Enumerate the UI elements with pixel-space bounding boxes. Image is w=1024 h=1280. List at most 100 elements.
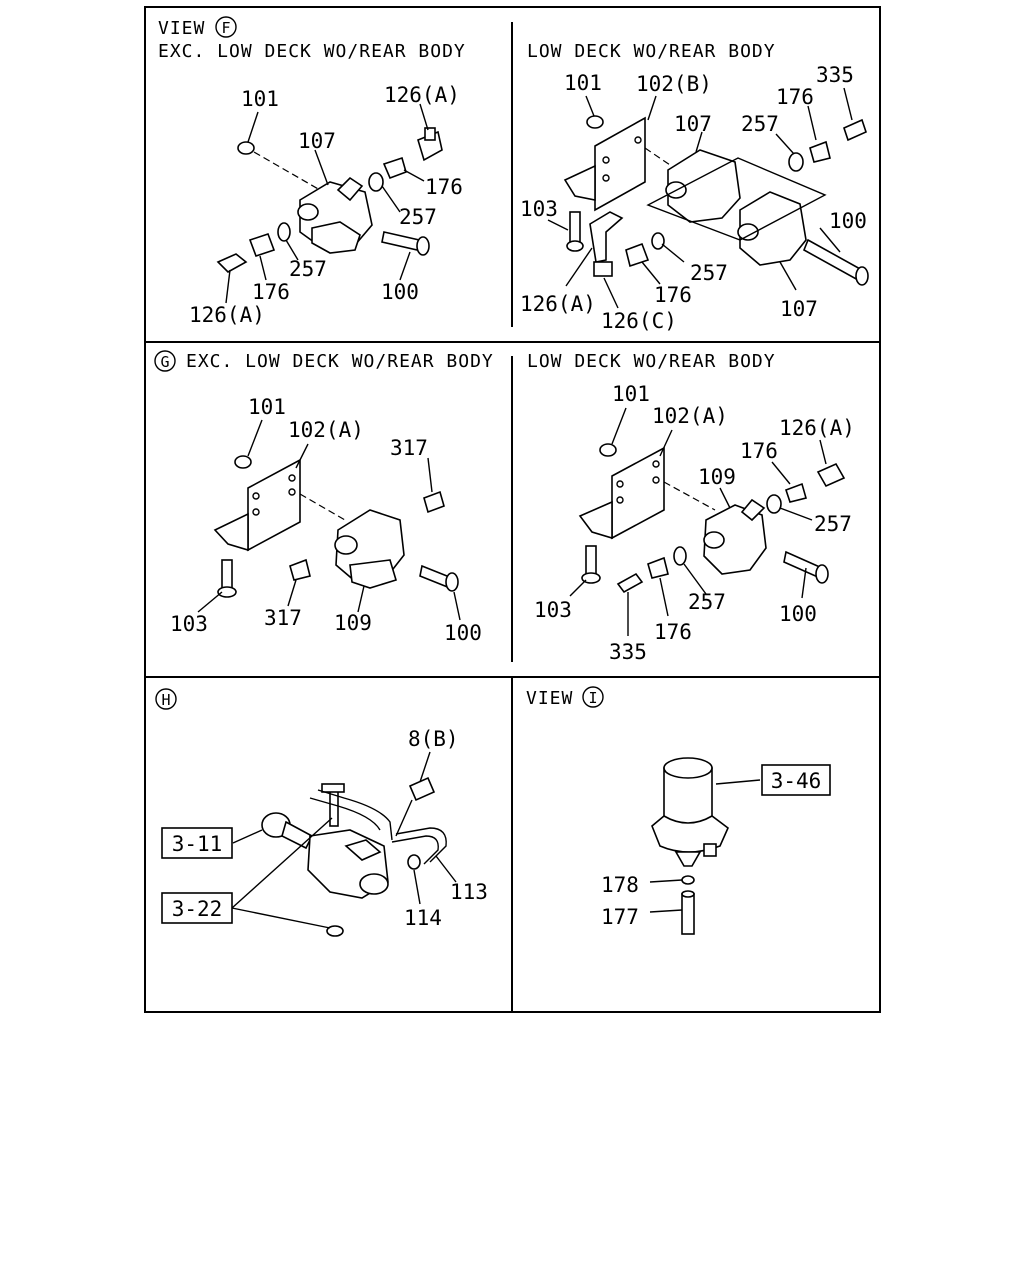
- view-f-label: VIEW: [158, 18, 205, 39]
- ref-box-3-11-label: 3-11: [172, 832, 223, 856]
- callout-100: 100: [381, 280, 419, 304]
- view-i-label: VIEW: [526, 688, 573, 709]
- callout-102a: 102(A): [288, 418, 364, 442]
- callout-102a: 102(A): [652, 404, 728, 428]
- callout-114: 114: [404, 906, 442, 930]
- bracket-102b: [594, 116, 646, 212]
- callout-101: 101: [248, 395, 286, 419]
- callout-126a: 126(A): [189, 303, 265, 327]
- clip-178: [681, 875, 695, 885]
- callout-100: 100: [829, 209, 867, 233]
- callout-107: 107: [298, 129, 336, 153]
- callout-335: 335: [816, 63, 854, 87]
- plug-176-top: [784, 482, 807, 503]
- view-g-right-callouts: 101 102(A) 176 126(A) 109 257 103 257 10…: [534, 382, 855, 664]
- washer-257-top: [788, 152, 804, 172]
- ref-box-3-22[interactable]: [161, 892, 233, 924]
- view-g-left-assembly: [197, 419, 461, 621]
- view-i-letter-circle: [582, 686, 604, 708]
- washer-257: [651, 232, 665, 250]
- clip-114: [407, 854, 421, 870]
- ref-box-3-46[interactable]: [761, 764, 831, 796]
- valve-107-bottom: [739, 191, 807, 266]
- callout-101: 101: [564, 71, 602, 95]
- callout-257: 257: [399, 205, 437, 229]
- fitting-335: [843, 118, 867, 142]
- callout-178: 178: [601, 873, 639, 897]
- plug-317-top: [423, 490, 445, 514]
- plug-176-top: [809, 140, 831, 163]
- ref-box-3-22-label: 3-22: [172, 897, 223, 921]
- view-g-letter: G: [160, 353, 169, 371]
- panel-view-g: G EXC. LOW DECK WO/REAR BODY LOW DECK WO…: [154, 350, 855, 664]
- view-f-right-title: LOW DECK WO/REAR BODY: [527, 41, 776, 62]
- callout-317: 317: [390, 436, 428, 460]
- washer-257-top: [368, 172, 384, 192]
- callout-109: 109: [698, 465, 736, 489]
- callout-177: 177: [601, 905, 639, 929]
- dryer-base: [651, 815, 729, 853]
- plug-176: [625, 242, 650, 268]
- washer-257-bottom: [673, 546, 687, 566]
- nut-101: [599, 443, 617, 457]
- callout-101: 101: [241, 87, 279, 111]
- callout-101: 101: [612, 382, 650, 406]
- callout-107: 107: [780, 297, 818, 321]
- panel-view-i: VIEW I 3-46 178 177: [526, 686, 831, 935]
- callout-126a: 126(A): [520, 292, 596, 316]
- callout-126c: 126(C): [601, 309, 677, 333]
- view-h-letter: H: [161, 691, 170, 709]
- callout-107: 107: [674, 112, 712, 136]
- callout-109: 109: [334, 611, 372, 635]
- pipe-177: [681, 893, 695, 935]
- view-g-letter-circle: [154, 350, 176, 372]
- callout-103: 103: [520, 197, 558, 221]
- view-f-left-callouts: 101 126(A) 107 176 257 257 176 100 126(A…: [189, 83, 463, 327]
- callout-100: 100: [779, 602, 817, 626]
- fitting-8b: [408, 776, 436, 802]
- view-i-assembly: [649, 757, 761, 935]
- fitting-126a-bottom: [216, 253, 248, 273]
- view-f-letter: F: [221, 19, 230, 37]
- view-g-left-callouts: 101 102(A) 317 103 317 109 100: [170, 395, 482, 645]
- callout-113: 113: [450, 880, 488, 904]
- callout-176: 176: [654, 620, 692, 644]
- callout-176: 176: [252, 280, 290, 304]
- callout-335: 335: [609, 640, 647, 664]
- washer-257-top: [766, 494, 782, 514]
- bolt-100: [802, 238, 864, 282]
- callout-257: 257: [814, 512, 852, 536]
- view-g-right-title: LOW DECK WO/REAR BODY: [527, 351, 776, 372]
- view-i-letter: I: [588, 689, 597, 707]
- plug-176-bottom: [248, 232, 276, 258]
- plug-176-top: [382, 156, 407, 180]
- nut-101: [237, 141, 255, 155]
- view-h-letter-circle: [155, 688, 177, 710]
- panel-view-h: H 3-11 3-22 8: [155, 688, 488, 937]
- plug-176-bottom: [647, 556, 669, 579]
- elbow-126a: [589, 211, 624, 263]
- panel-view-f: VIEW F EXC. LOW DECK WO/REAR BODY LOW DE…: [158, 16, 869, 333]
- callout-317: 317: [264, 606, 302, 630]
- ref-box-3-11[interactable]: [161, 827, 233, 859]
- view-g-left-title: EXC. LOW DECK WO/REAR BODY: [186, 351, 494, 372]
- view-f-left-assembly: [216, 103, 443, 304]
- view-f-letter-circle: [215, 16, 237, 38]
- callout-257: 257: [289, 257, 327, 281]
- fitting-126c: [593, 261, 613, 277]
- fitting-335: [616, 572, 644, 594]
- washer-257-bottom: [277, 222, 291, 242]
- valve-107-top: [667, 149, 741, 223]
- callout-126a: 126(A): [779, 416, 855, 440]
- bracket-102a: [247, 458, 301, 552]
- callout-257: 257: [741, 112, 779, 136]
- callout-257: 257: [688, 590, 726, 614]
- nut-101: [586, 115, 604, 129]
- callout-103: 103: [170, 612, 208, 636]
- callout-103: 103: [534, 598, 572, 622]
- elbow-126a: [816, 462, 846, 488]
- plug-317-bottom: [289, 558, 311, 581]
- callout-126a: 126(A): [384, 83, 460, 107]
- view-g-right-assembly: [569, 407, 846, 636]
- callout-176: 176: [776, 85, 814, 109]
